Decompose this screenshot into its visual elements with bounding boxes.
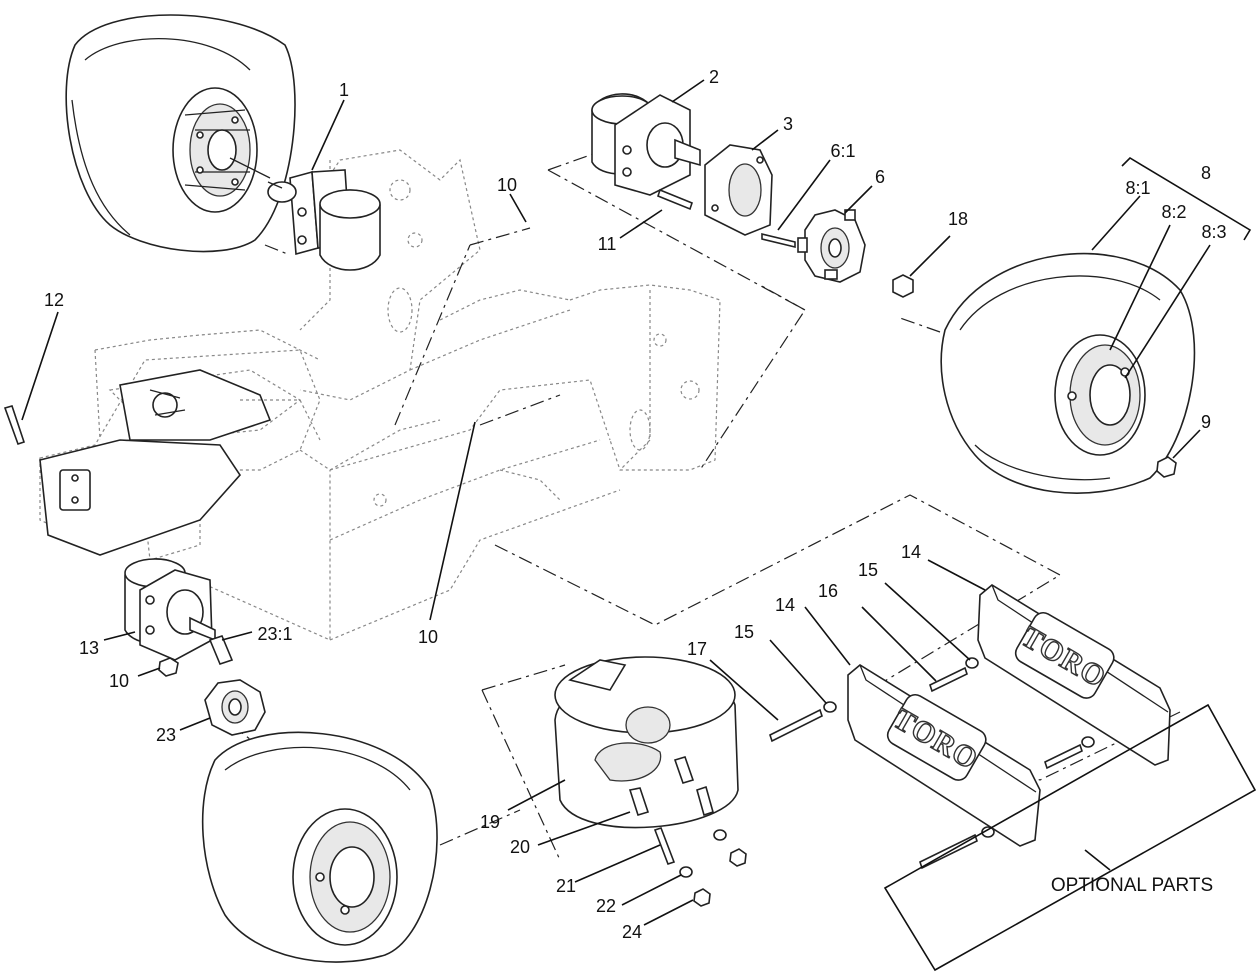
callout-13: 13 — [79, 638, 99, 658]
front-axle-assembly — [39, 369, 321, 556]
callout-1: 1 — [339, 80, 349, 100]
optional-parts-bracket — [883, 703, 1257, 972]
wheel-upper-left — [65, 14, 296, 253]
counterweight-19 — [554, 656, 739, 829]
callout-6: 6 — [875, 167, 885, 187]
weight-front-14: TORO — [847, 664, 1041, 847]
callout-18: 18 — [948, 209, 968, 229]
callout-16: 16 — [818, 581, 838, 601]
callout-17: 17 — [687, 639, 707, 659]
callout-15-front: 15 — [734, 622, 754, 642]
callout-8-2: 8:2 — [1161, 202, 1186, 222]
callout-12: 12 — [44, 290, 64, 310]
callout-19: 19 — [480, 812, 500, 832]
callout-10-middle: 10 — [418, 627, 438, 647]
callout-2: 2 — [709, 67, 719, 87]
spacers-20 — [628, 756, 714, 817]
callout-10-lower: 10 — [109, 671, 129, 691]
bolts-21 — [653, 826, 676, 866]
callout-11: 11 — [598, 234, 617, 254]
plate-3 — [704, 144, 773, 236]
nut-10-lower — [158, 657, 179, 677]
hub-6 — [797, 209, 866, 283]
nuts-24 — [693, 848, 747, 907]
nut-9 — [1156, 456, 1177, 478]
callout-labels: 1 2 3 6:1 6 8 8:1 8:2 8:3 9 10 10 10 11 … — [44, 67, 1227, 942]
wheel-right-8 — [940, 252, 1196, 494]
callout-14-front: 14 — [775, 595, 795, 615]
wheel-motor-2 — [591, 93, 701, 196]
callout-3: 3 — [783, 114, 793, 134]
hub-23 — [204, 679, 266, 736]
nut-18 — [892, 274, 914, 298]
callout-8-3: 8:3 — [1201, 222, 1226, 242]
callout-15-rear: 15 — [858, 560, 878, 580]
weight-rear-14: TORO — [977, 584, 1171, 766]
callout-10-upper: 10 — [497, 175, 517, 195]
callout-14-rear: 14 — [901, 542, 921, 562]
callout-24: 24 — [622, 922, 642, 942]
callout-21: 21 — [556, 876, 576, 896]
optional-parts-label: OPTIONAL PARTS — [1051, 875, 1213, 896]
wheel-motor-13 — [124, 558, 216, 661]
leader-lines — [21, 79, 1211, 926]
wheel-motor-1 — [267, 169, 381, 271]
wheel-lower-left — [201, 731, 438, 963]
bolt-6-1 — [761, 232, 796, 249]
bracket-8 — [1121, 156, 1252, 241]
callout-22: 22 — [596, 896, 616, 916]
callout-9: 9 — [1201, 412, 1211, 432]
callout-23-1: 23:1 — [257, 624, 292, 644]
callout-6-1: 6:1 — [830, 141, 855, 161]
washers-15 — [823, 657, 1095, 838]
callout-8-1: 8:1 — [1125, 178, 1150, 198]
bolt-11 — [657, 188, 693, 211]
callout-20: 20 — [510, 837, 530, 857]
bolt-16 — [929, 666, 968, 693]
callout-8: 8 — [1201, 163, 1211, 183]
callout-23: 23 — [156, 725, 176, 745]
washers-22 — [679, 829, 727, 878]
bolt-23-1 — [208, 635, 234, 665]
bolt-12 — [3, 405, 26, 446]
